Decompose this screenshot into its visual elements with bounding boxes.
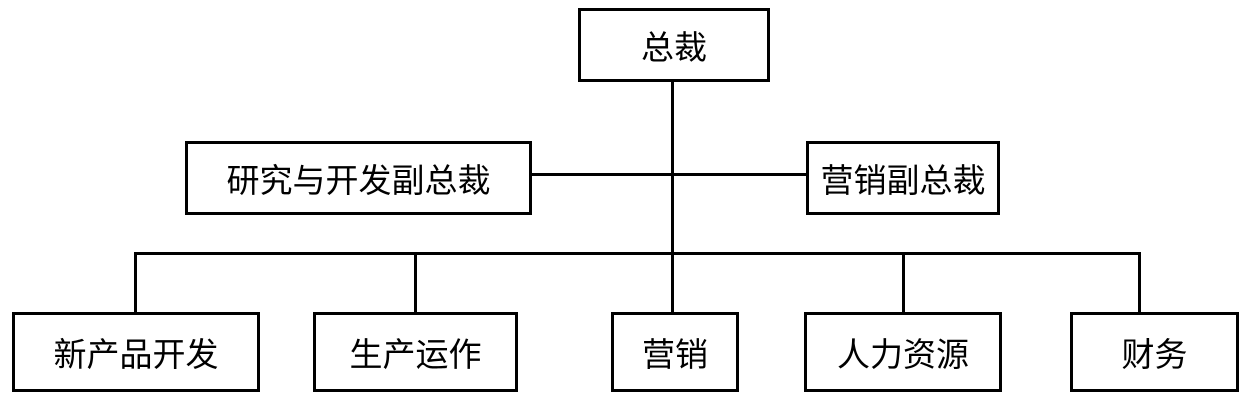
connector-new-product-dev (134, 252, 137, 314)
connector-department-bar (134, 252, 1140, 255)
connector-production-ops (414, 252, 417, 314)
dept-new-product-dev-box: 新产品开发 (12, 312, 260, 392)
dept-production-ops-box: 生产运作 (313, 312, 518, 392)
vp-rd-box: 研究与开发副总裁 (185, 141, 532, 215)
connector-finance (1138, 252, 1141, 314)
connector-vp-bar (530, 173, 808, 176)
ceo-box: 总裁 (578, 8, 770, 82)
dept-hr-box: 人力资源 (804, 312, 1002, 392)
connector-hr (902, 252, 905, 314)
vp-marketing-box: 营销副总裁 (806, 141, 1000, 215)
dept-marketing-box: 营销 (611, 312, 739, 392)
connector-ceo-trunk (671, 80, 674, 314)
dept-finance-box: 财务 (1070, 312, 1239, 392)
